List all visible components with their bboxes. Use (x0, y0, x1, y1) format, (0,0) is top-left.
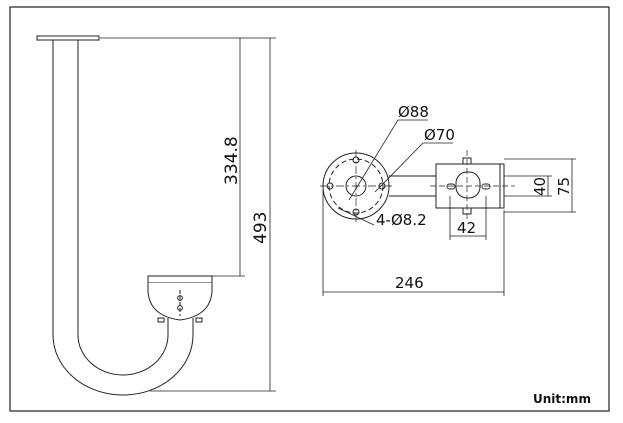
dim-text-40: 40 (531, 177, 549, 196)
plate-slot-right (481, 183, 491, 190)
leader-holes (337, 207, 375, 226)
drawing-frame (9, 6, 610, 412)
top-plate (36, 35, 100, 41)
right-dimensions (322, 119, 576, 296)
dim-text-70: Ø70 (424, 126, 455, 144)
leader-88 (348, 119, 399, 201)
dim-text-246: 246 (395, 274, 424, 292)
base-center-hole (345, 175, 367, 197)
dim-text-493: 493 (251, 212, 271, 244)
pendant-mount-side-view (36, 35, 213, 396)
housing-bolt-upper (177, 295, 183, 301)
dim-text-75: 75 (555, 177, 573, 196)
screw-head-left (157, 317, 165, 323)
bend-inner (77, 334, 169, 376)
plate-slot-left (446, 183, 456, 190)
leader-70 (374, 142, 424, 193)
plate-center-slot (455, 171, 481, 199)
dim-text-88: Ø88 (398, 103, 429, 121)
base-bolt-circle (328, 158, 384, 214)
left-dimensions (100, 37, 276, 392)
dim-text-holes: 4-Ø8.2 (376, 211, 427, 229)
unit-label: Unit:mm (533, 392, 591, 406)
housing-top (147, 275, 213, 284)
mount-top-view (320, 150, 515, 222)
dim-text-42: 42 (457, 219, 476, 237)
housing-dome (147, 283, 213, 321)
dim-text-334: 334.8 (222, 136, 242, 185)
bend-outer (52, 334, 194, 396)
screw-head-right (195, 317, 203, 323)
